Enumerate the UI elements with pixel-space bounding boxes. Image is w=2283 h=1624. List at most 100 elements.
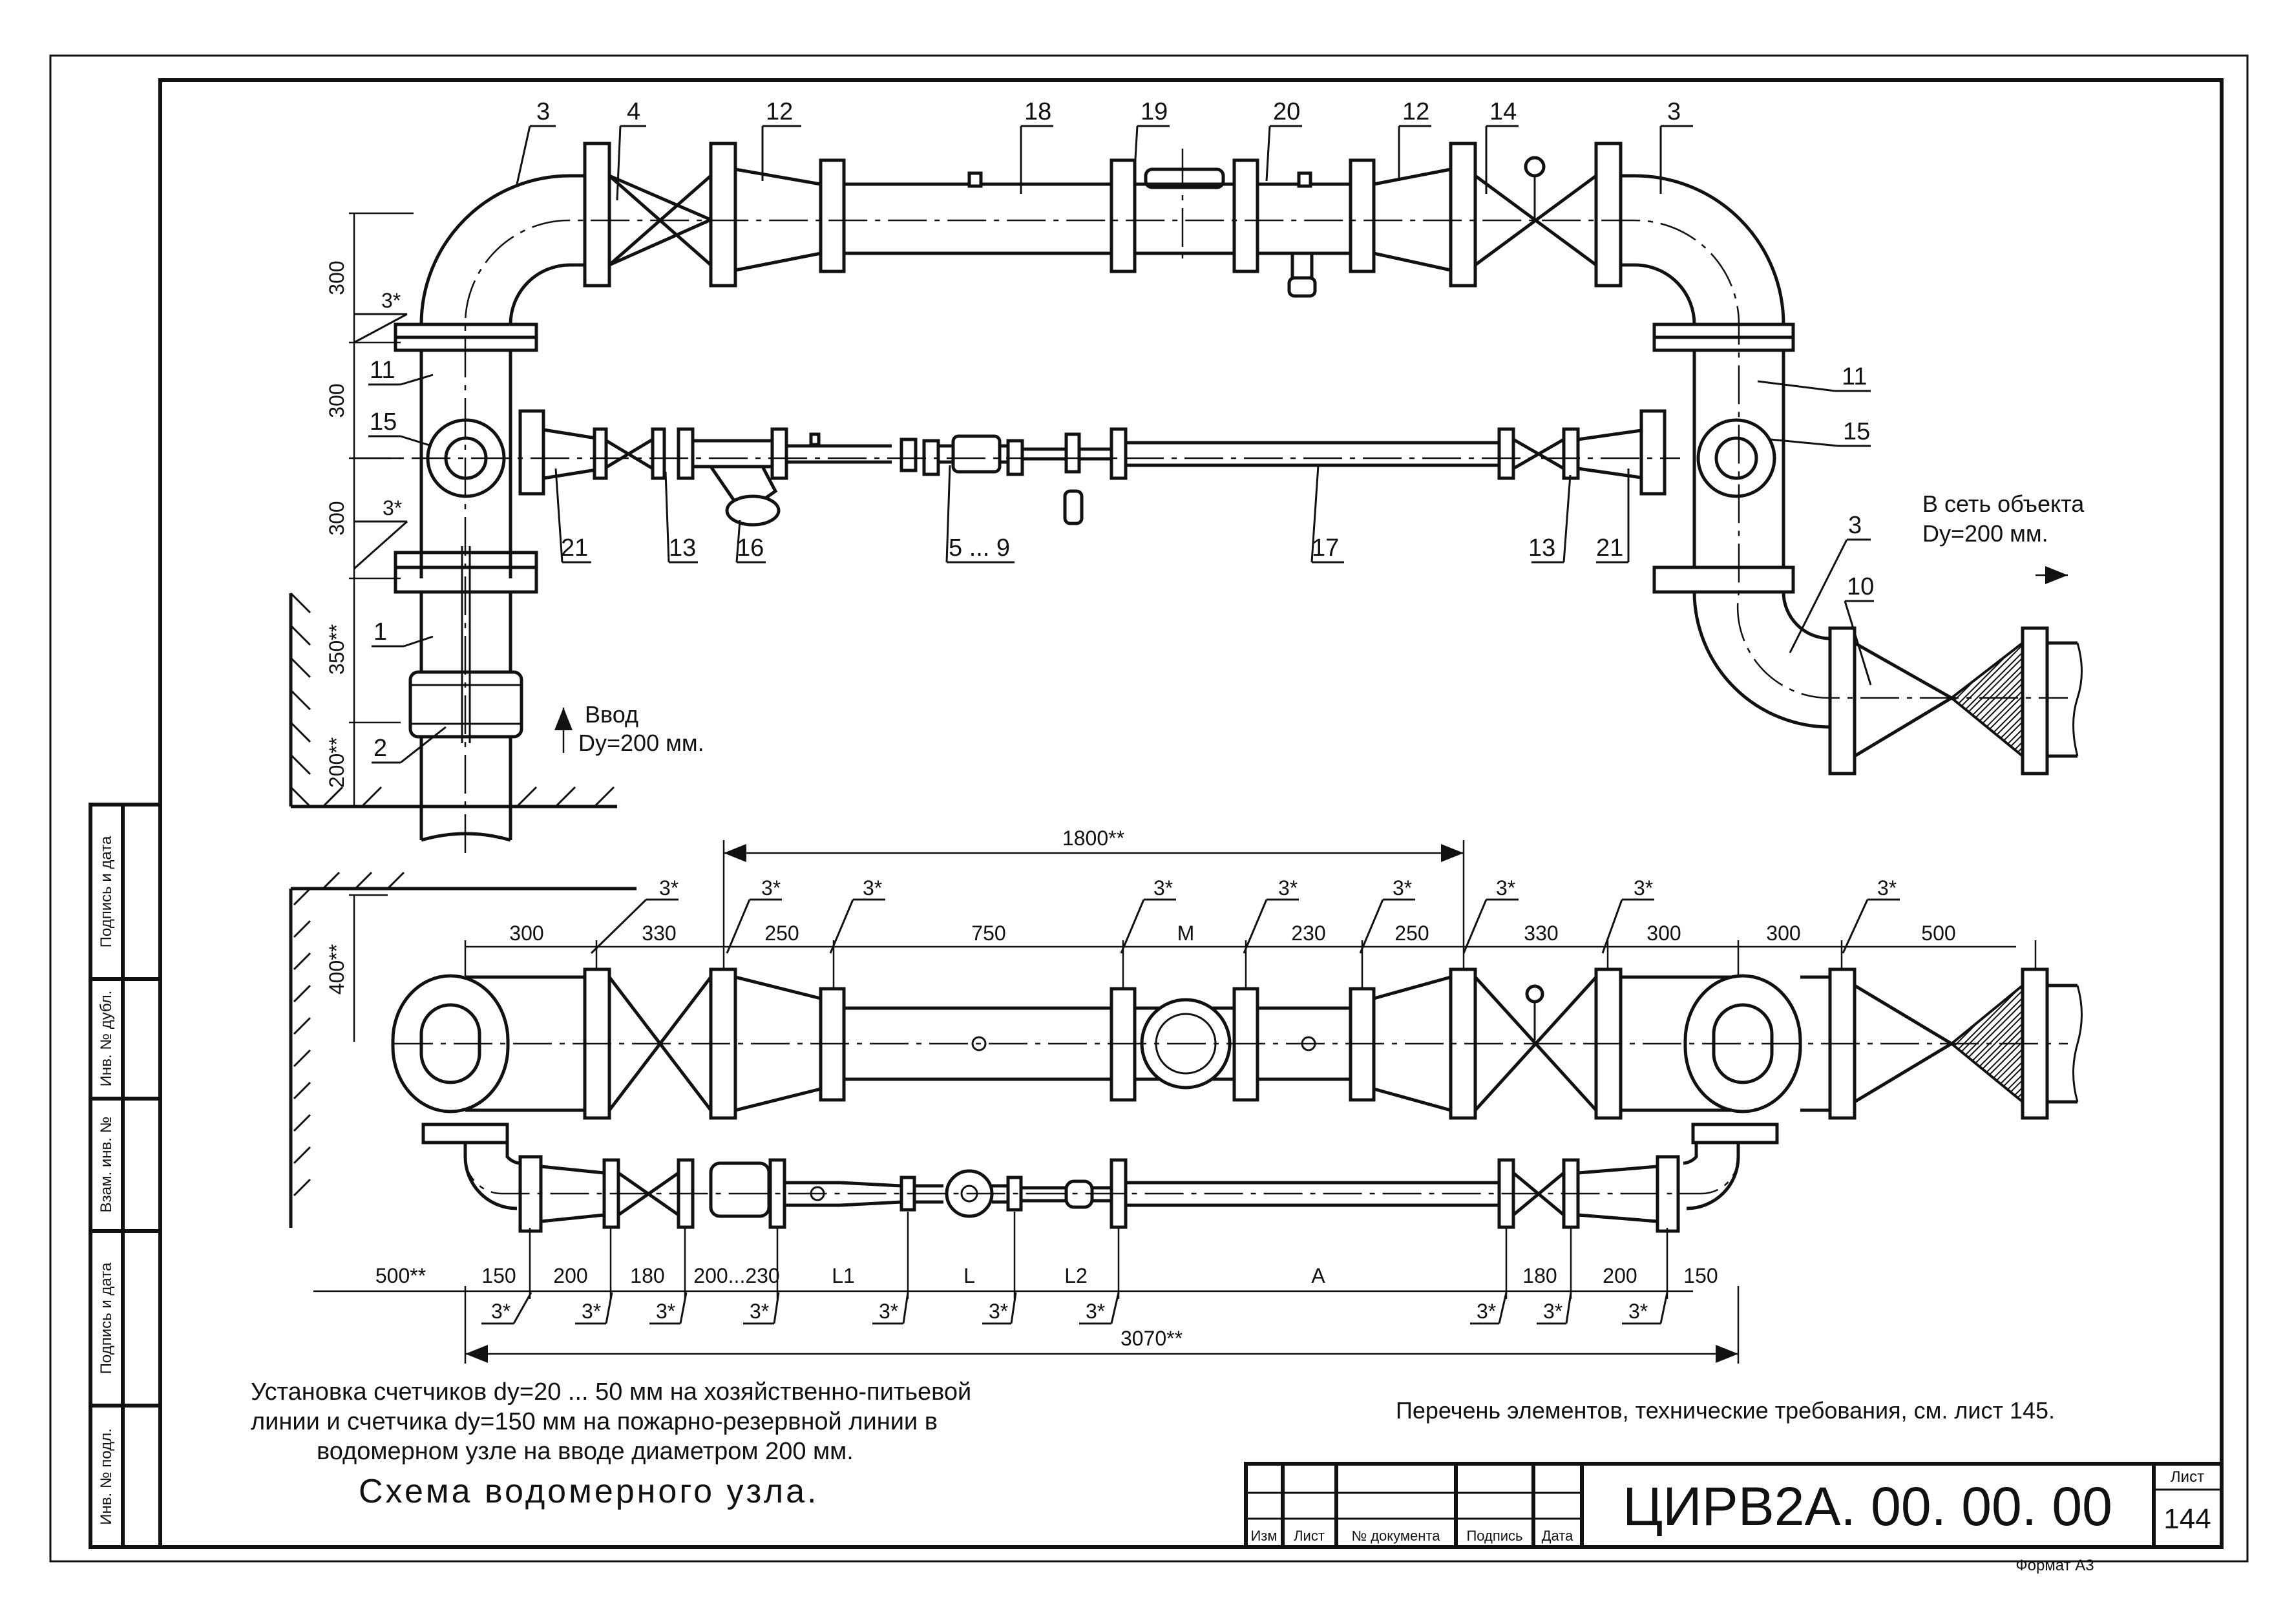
- dim-b-150a: 150: [481, 1264, 516, 1287]
- dim-t-300c: 300: [1766, 922, 1800, 945]
- dim-v-350: 350**: [325, 624, 348, 675]
- star-b-9: 3*: [1543, 1300, 1562, 1323]
- reference-note: Перечень элементов, технические требован…: [1396, 1397, 2055, 1424]
- label-15-right: 15: [1843, 418, 1870, 445]
- star-b-2: 3*: [582, 1300, 601, 1323]
- stamp-sign-date-1: Подпись и дата: [98, 836, 115, 947]
- dim-b-150b: 150: [1683, 1264, 1718, 1287]
- dim-t-330b: 330: [1524, 922, 1558, 945]
- plan-labels: 3 4 12 18 19 20 12 14 3 3* 11 15 3* 1 2 …: [353, 98, 1874, 764]
- label-2: 2: [373, 735, 387, 762]
- label-1: 1: [373, 618, 387, 646]
- dim-t-750: 750: [971, 922, 1005, 945]
- star-b-3: 3*: [656, 1300, 675, 1323]
- label-18: 18: [1024, 98, 1051, 125]
- star-t-1: 3*: [659, 876, 679, 900]
- star-t-7: 3*: [1496, 876, 1515, 900]
- star-b-7: 3*: [1086, 1300, 1105, 1323]
- dim-t-300b: 300: [1646, 922, 1681, 945]
- main-line-top: [583, 142, 1623, 298]
- star-b-1: 3*: [491, 1300, 510, 1323]
- side-stamp: Подпись и дата Инв. № дубл. Взам. инв. №…: [89, 803, 162, 1549]
- label-5-9: 5 ... 9: [949, 534, 1010, 562]
- label-3star-a: 3*: [381, 289, 401, 312]
- tb-header-list: Лист: [1294, 1528, 1325, 1544]
- label-14: 14: [1489, 98, 1517, 125]
- stamp-sign-date-2: Подпись и дата: [98, 1262, 115, 1374]
- label-3a: 3: [536, 98, 550, 125]
- stamp-repl-inv: Взам. инв. №: [98, 1117, 115, 1213]
- star-t-6: 3*: [1393, 876, 1412, 900]
- tb-header-sign: Подпись: [1466, 1528, 1522, 1544]
- tb-header-date: Дата: [1542, 1528, 1573, 1544]
- inlet-size: Dy=200 мм.: [578, 730, 704, 756]
- outlet-size: Dy=200 мм.: [1922, 520, 2048, 547]
- star-b-4: 3*: [750, 1300, 769, 1323]
- star-t-4: 3*: [1153, 876, 1173, 900]
- title-block: Изм Лист № документа Подпись Дата ЦИРВ2А…: [1244, 1462, 2224, 1574]
- flow-annotations: Ввод Dy=200 мм. В сеть объекта Dy=200 мм…: [554, 490, 2085, 756]
- star-t-3: 3*: [863, 876, 882, 900]
- label-3star-b: 3*: [383, 496, 402, 520]
- label-21-left: 21: [561, 534, 588, 562]
- dim-b-180b: 180: [1522, 1264, 1557, 1287]
- star-t-8: 3*: [1634, 876, 1653, 900]
- label-21-right: 21: [1596, 534, 1623, 562]
- label-11-left: 11: [370, 357, 395, 384]
- label-13-left: 13: [669, 534, 696, 562]
- dim-b-180a: 180: [630, 1264, 664, 1287]
- wall-top: [289, 592, 617, 808]
- label-16: 16: [737, 534, 764, 562]
- label-11-right: 11: [1842, 363, 1867, 390]
- dim-b-200-230: 200...230: [693, 1264, 779, 1287]
- dim-b-500: 500**: [375, 1264, 426, 1287]
- label-13-right: 13: [1528, 534, 1555, 562]
- star-b-6: 3*: [989, 1300, 1008, 1323]
- tb-header-doc: № документа: [1352, 1528, 1441, 1544]
- dim-t-500: 500: [1921, 922, 1955, 945]
- drawing-code: ЦИРВ2А. 00. 00. 00: [1623, 1476, 2112, 1537]
- dim-1800: 1800**: [1062, 827, 1124, 850]
- label-15-left: 15: [370, 408, 397, 436]
- right-riser: [1652, 322, 1795, 594]
- dim-b-a: A: [1311, 1264, 1325, 1287]
- dim-v-200: 200**: [325, 737, 348, 788]
- outlet-branch: [1692, 591, 2083, 775]
- scheme-title: Схема водомерного узла.: [359, 1473, 819, 1510]
- star-t-2: 3*: [761, 876, 781, 900]
- dim-b-l1: L1: [832, 1264, 855, 1287]
- dim-v-300c: 300: [325, 501, 348, 535]
- dim-t-250a: 250: [764, 922, 799, 945]
- label-19: 19: [1141, 98, 1168, 125]
- bypass-line-top: [518, 409, 1667, 527]
- left-riser: [394, 322, 538, 578]
- dim-t-330a: 330: [642, 922, 676, 945]
- dim-v-300a: 300: [325, 260, 348, 295]
- label-17: 17: [1312, 534, 1339, 562]
- star-b-8: 3*: [1477, 1300, 1496, 1323]
- dim-t-230: 230: [1291, 922, 1325, 945]
- label-3b: 3: [1667, 98, 1681, 125]
- dim-t-300a: 300: [509, 922, 543, 945]
- sheet-label: Лист: [2171, 1468, 2204, 1486]
- dim-b-l: L: [963, 1264, 975, 1287]
- dim-v-300b: 300: [325, 383, 348, 417]
- star-t-9: 3*: [1877, 876, 1897, 900]
- label-3-right: 3: [1848, 512, 1862, 539]
- elbow-top-left: [419, 174, 585, 325]
- caption-line-2: линии и счетчика dy=150 мм на пожарно-ре…: [251, 1408, 938, 1435]
- label-12b: 12: [1402, 98, 1429, 125]
- dim-b-l2: L2: [1064, 1264, 1088, 1287]
- dim-b-200a: 200: [553, 1264, 587, 1287]
- stamp-orig-inv: Инв. № подл.: [98, 1428, 115, 1525]
- label-12a: 12: [766, 98, 793, 125]
- caption-line-3: водомерном узле на вводе диаметром 200 м…: [317, 1438, 854, 1465]
- centerline-top: [464, 219, 2068, 853]
- inlet-label: Ввод: [585, 701, 638, 728]
- plan-vertical-dims: 300 300 300 350** 200**: [325, 212, 414, 808]
- dim-v-400: 400**: [325, 944, 348, 995]
- outlet-label: В сеть объекта: [1922, 490, 2085, 517]
- star-b-10: 3*: [1628, 1300, 1648, 1323]
- notes: Установка счетчиков dy=20 ... 50 мм на х…: [251, 1378, 2055, 1510]
